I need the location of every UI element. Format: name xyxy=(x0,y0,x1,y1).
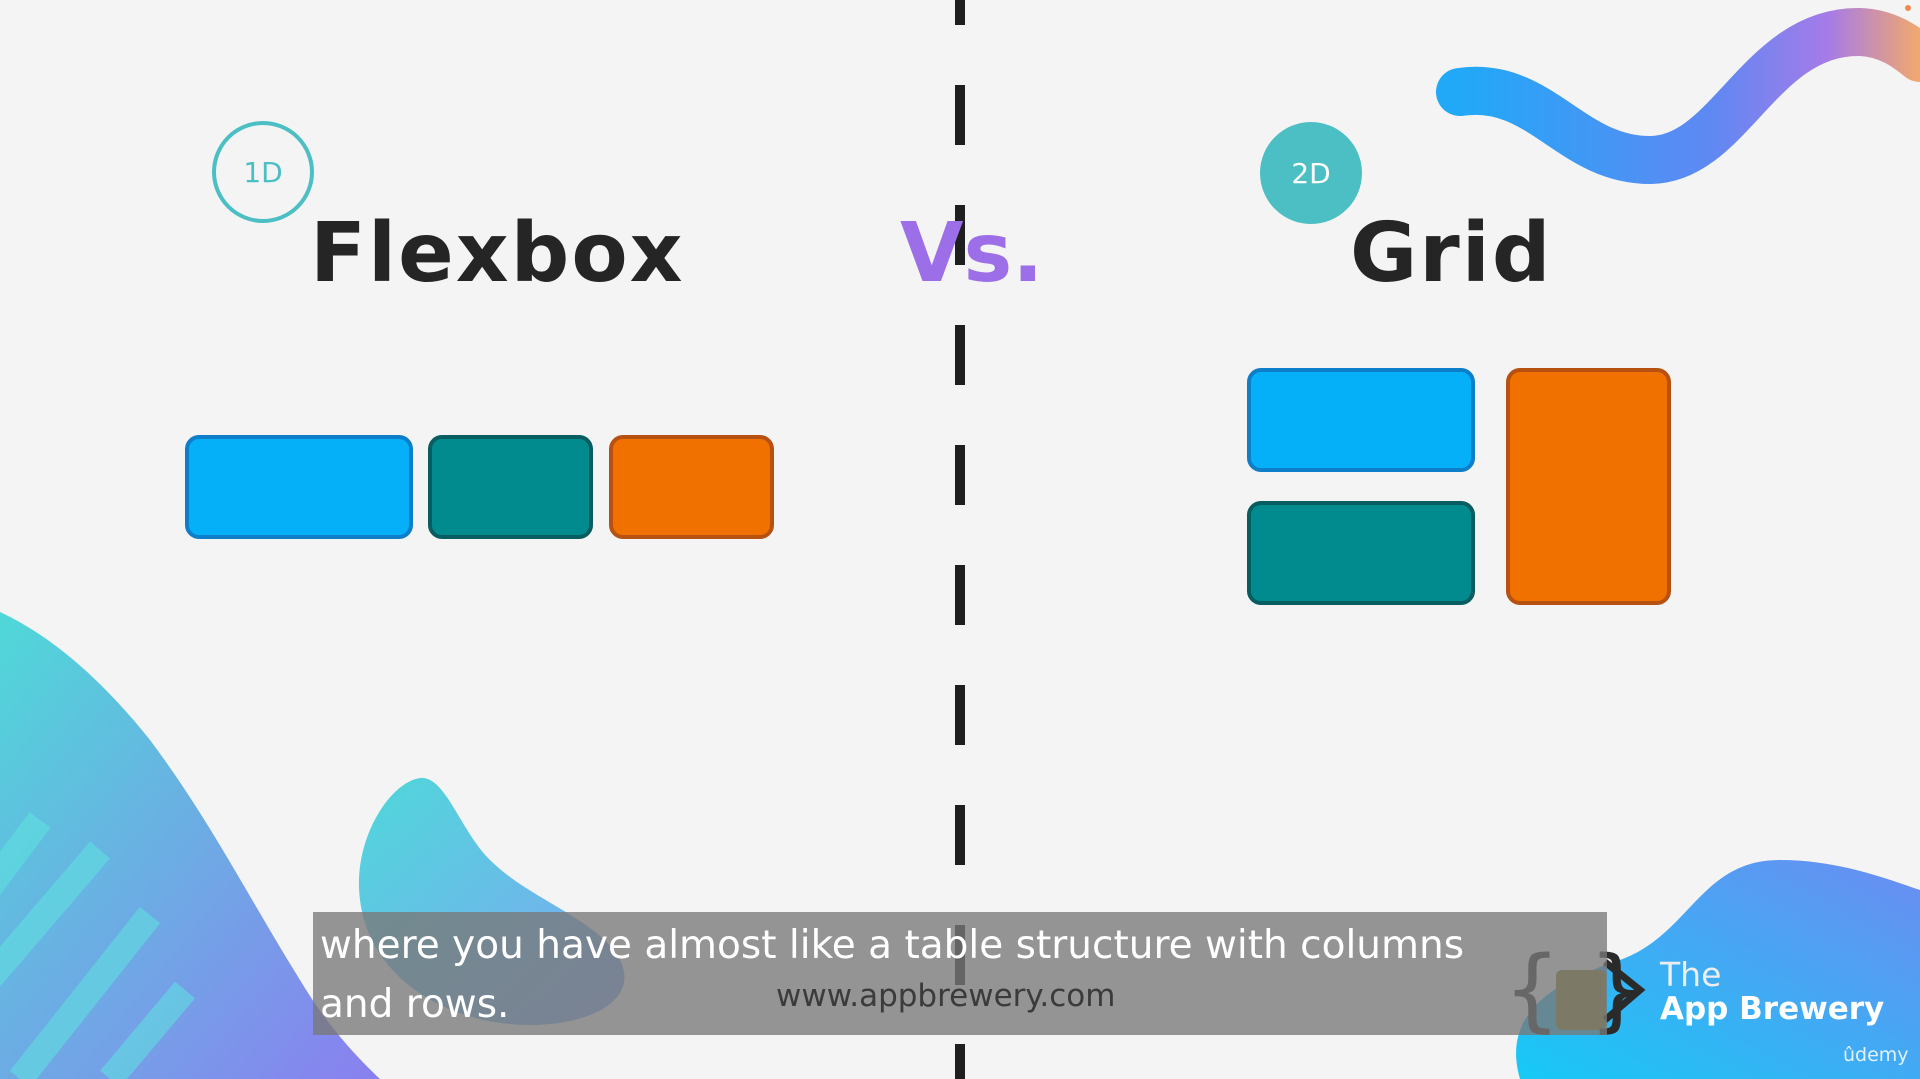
bottom-right-blob xyxy=(1516,860,1920,1079)
grid-box-teal xyxy=(1247,501,1475,605)
vs-label: Vs. xyxy=(900,206,1044,301)
flex-box-orange xyxy=(609,435,774,539)
badge-2d: 2D xyxy=(1260,122,1362,224)
dashed-divider xyxy=(955,0,965,1079)
left-corner-blob xyxy=(0,612,380,1079)
grid-box-orange xyxy=(1506,368,1671,605)
subtitle-box xyxy=(313,912,1607,1035)
badge-1d: 1D xyxy=(212,121,314,223)
flexbox-title: Flexbox xyxy=(310,206,685,301)
flex-box-teal xyxy=(428,435,593,539)
watermark-url: www.appbrewery.com xyxy=(776,978,1116,1014)
logo-name: App Brewery xyxy=(1660,991,1885,1027)
flex-box-blue xyxy=(185,435,413,539)
left-stripes xyxy=(0,812,195,1079)
logo-the: The xyxy=(1660,955,1722,994)
subtitle-line-1: where you have almost like a table struc… xyxy=(320,923,1465,968)
udemy-watermark: ûdemy xyxy=(1843,1044,1909,1066)
top-right-wave xyxy=(1436,7,1920,185)
grid-title: Grid xyxy=(1350,206,1553,301)
grid-box-blue xyxy=(1247,368,1475,472)
subtitle-line-2: and rows. xyxy=(320,982,510,1027)
